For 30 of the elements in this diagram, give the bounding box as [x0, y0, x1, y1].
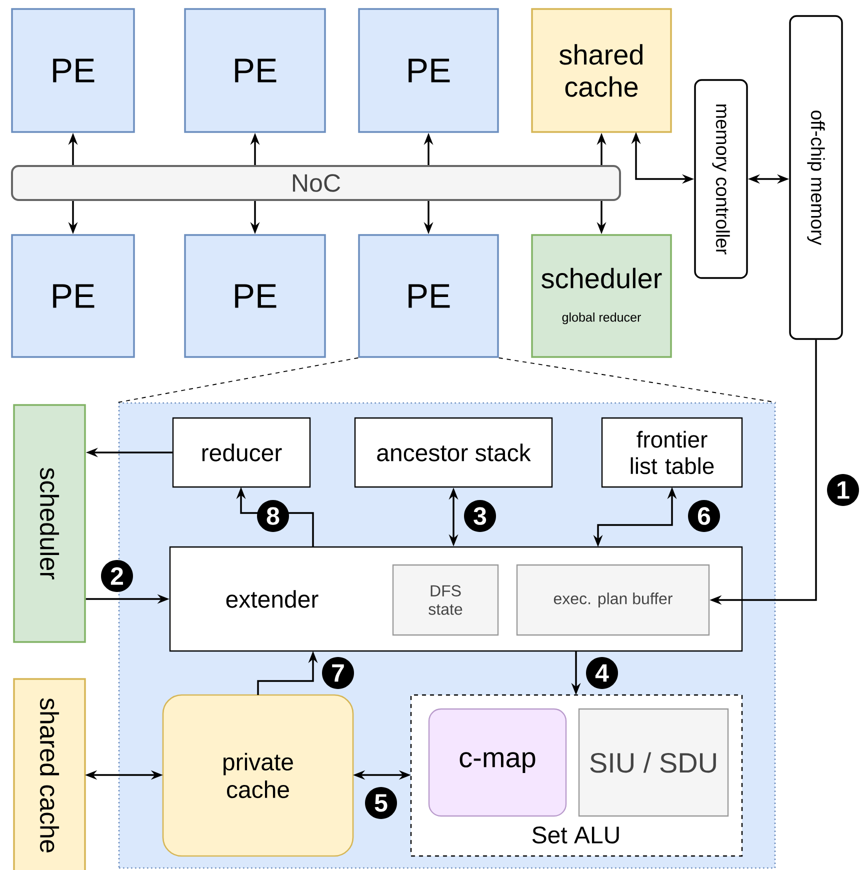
- step-badge: 5: [365, 787, 397, 819]
- step-badge: 7: [322, 657, 354, 689]
- buffer-box: SIU / SDU: [578, 708, 729, 817]
- pe-box: PE: [358, 234, 499, 358]
- step-badge: 4: [586, 657, 618, 689]
- step-badge: 8: [257, 500, 289, 532]
- cmap-box: c-map: [428, 708, 567, 817]
- cache-box: shared cache: [13, 678, 86, 870]
- unit-box: frontier list table: [601, 417, 743, 488]
- cache-box: private cache: [162, 694, 354, 857]
- memory-box: off-chip memory: [789, 15, 843, 340]
- step-badge: 2: [101, 560, 133, 592]
- pe-box: PE: [358, 8, 499, 133]
- buffer-box: DFS state: [392, 564, 499, 636]
- step-badge: 6: [688, 500, 720, 532]
- pe-box: PE: [11, 8, 135, 133]
- step-badge: 3: [464, 500, 496, 532]
- buffer-box: exec. plan buffer: [516, 564, 710, 636]
- pe-box: PE: [184, 8, 326, 133]
- unit-box: reducer: [172, 417, 311, 488]
- cache-box: shared cache: [531, 8, 672, 133]
- memory-box: memory controller: [694, 79, 748, 279]
- pe-box: PE: [11, 234, 135, 358]
- scheduler-box: scheduler: [13, 404, 86, 643]
- unit-box: ancestor stack: [354, 417, 553, 488]
- scheduler-box: scheduler global reducer: [531, 234, 672, 358]
- zoom-line: [118, 357, 359, 403]
- pe-box: PE: [184, 234, 326, 358]
- step-badge: 1: [827, 474, 859, 506]
- noc-bar: NoC: [11, 165, 621, 201]
